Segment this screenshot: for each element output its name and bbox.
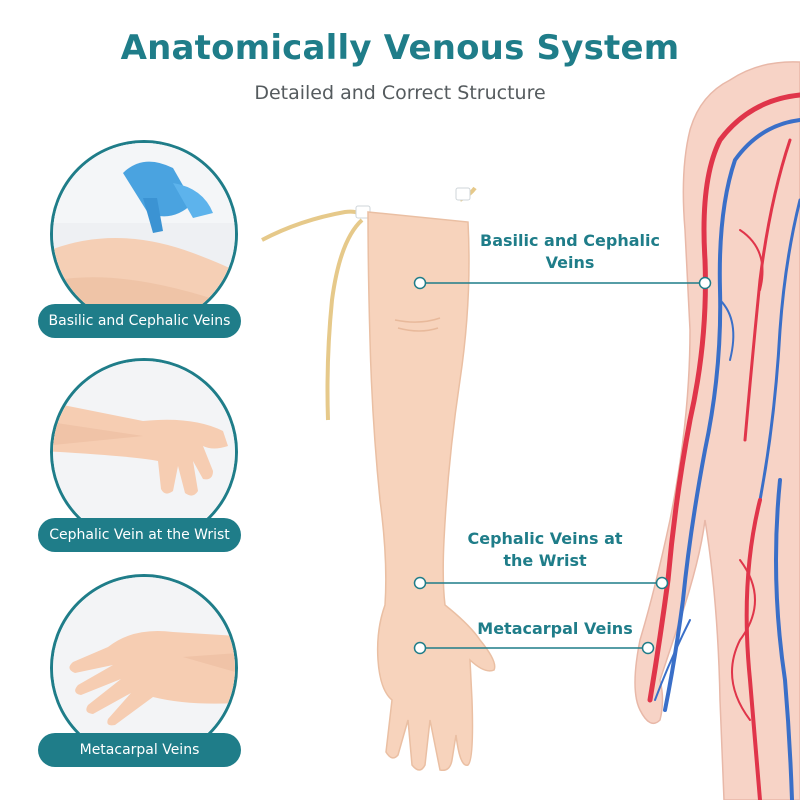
vein-network: [647, 92, 800, 800]
label-basilic-cephalic-veins: Basilic and Cephalic Veins: [38, 304, 241, 338]
page-subtitle: Detailed and Correct Structure: [254, 82, 546, 104]
body-silhouette: [634, 61, 800, 800]
thumbnail-upper-arm: [50, 140, 238, 328]
arm-model: [367, 211, 496, 772]
iv-tubing-left: [261, 209, 364, 242]
wrist-photo: [53, 361, 235, 543]
thumbnail-wrist: [50, 358, 238, 546]
callout-metacarpal-text: Metacarpal Veins: [477, 619, 633, 638]
page-title: Anatomically Venous System: [120, 28, 680, 68]
thumbnail-hand: [50, 574, 238, 762]
label-cephalic-vein-wrist: Cephalic Vein at the Wrist: [38, 518, 241, 552]
callout-cephalic-wrist-text: Cephalic Veins at the Wrist: [467, 529, 623, 570]
hand-photo: [53, 577, 235, 759]
callout-cephalic-wrist: Cephalic Veins at the Wrist: [445, 528, 645, 572]
iv-tubing-down: [325, 218, 364, 421]
upper-arm-photo: [53, 143, 235, 325]
callout-basilic-cephalic-text: Basilic and Cephalic Veins: [480, 231, 660, 272]
tubing-clip-right: [455, 187, 471, 201]
callout-basilic-cephalic: Basilic and Cephalic Veins: [470, 230, 670, 274]
callout-metacarpal: Metacarpal Veins: [455, 618, 655, 640]
callout-connectors: [413, 276, 712, 655]
label-metacarpal-veins: Metacarpal Veins: [38, 733, 241, 767]
